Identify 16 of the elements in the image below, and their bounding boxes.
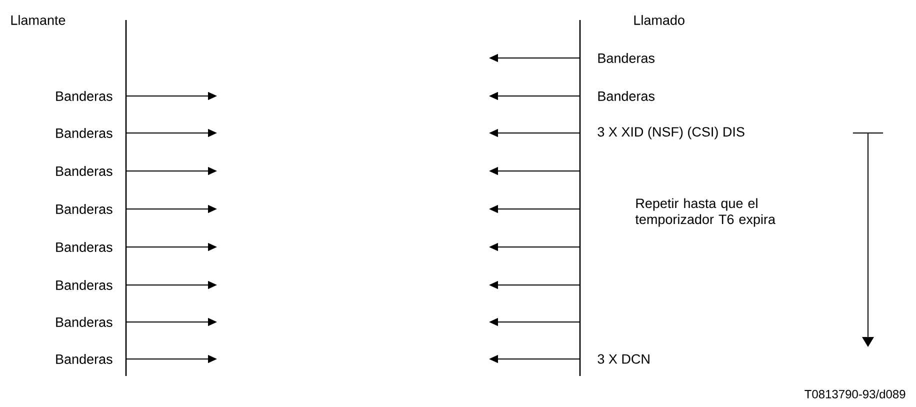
message-label: Banderas — [56, 204, 112, 214]
message-label: Banderas — [56, 242, 112, 252]
message-label: Banderas — [56, 91, 112, 101]
message-label: 3 X DCN — [598, 354, 650, 364]
message-label: Banderas — [56, 354, 112, 364]
note-text: Repetir hasta que el temporizador T6 expira — [635, 198, 776, 227]
lifeline-label: Llamante — [11, 15, 66, 25]
message-label: Banderas — [56, 317, 112, 327]
message-label: Banderas — [56, 166, 112, 176]
figure-code: T0813790-93/d089 — [804, 390, 906, 398]
message-label: Banderas — [56, 280, 112, 290]
message-label: Banderas — [56, 128, 112, 138]
message-label: Banderas — [598, 53, 654, 63]
message-label: Banderas — [598, 91, 654, 101]
message-label: 3 X XID (NSF) (CSI) DIS — [598, 126, 744, 140]
lifeline-label: Llamado — [634, 15, 684, 25]
